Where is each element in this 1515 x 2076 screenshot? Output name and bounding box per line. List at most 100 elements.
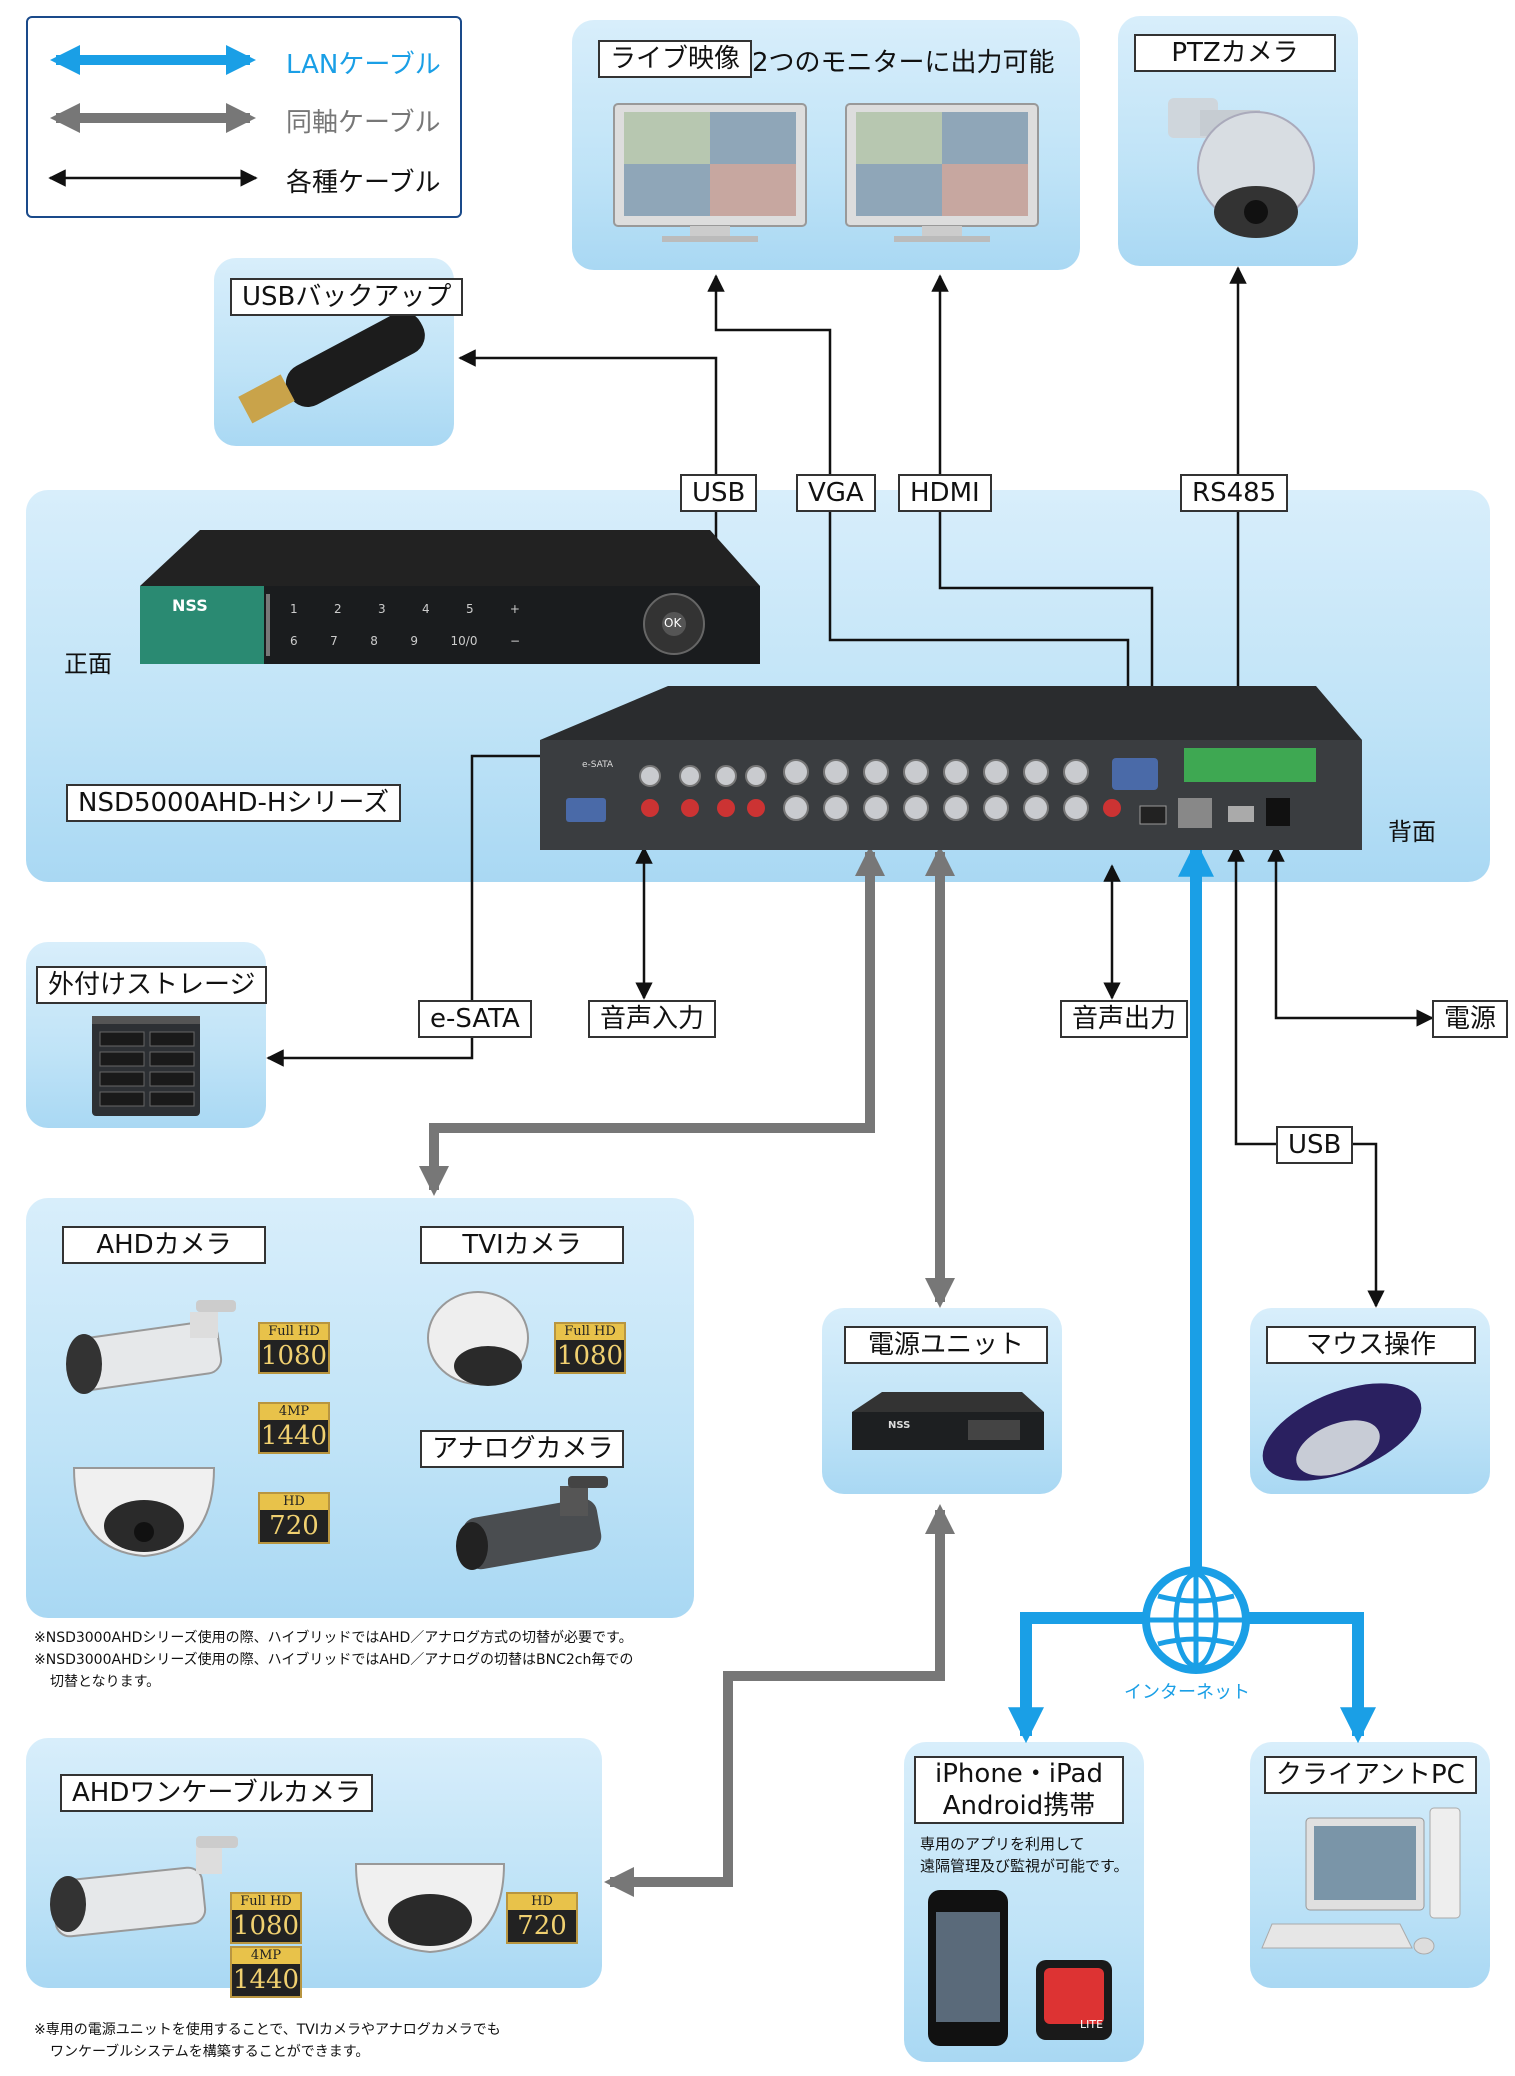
badge-top: HD [260,1494,328,1510]
camera-note-2: ※NSD3000AHDシリーズ使用の際、ハイブリッドではAHD／アナログの切替は… [34,1652,634,1668]
mouse-label: マウス操作 [1266,1326,1476,1364]
ahd-dome-camera-icon [72,1467,216,1558]
dvr-keypad-row2: 6 7 8 9 10/0 − [290,634,520,648]
dvr-key: 2 [333,602,342,616]
mobile-label-line1: iPhone・iPad [935,1759,1103,1789]
ahd-camera-label: AHDカメラ [62,1226,266,1264]
dvr-key: 8 [370,634,378,648]
onecable-note-2: ワンケーブルシステムを構築することができます。 [50,2044,370,2060]
badge-top: 4MP [260,1404,328,1420]
ahd-bullet-camera-icon [66,1300,236,1394]
internet-label: インターネット [1124,1682,1250,1703]
badge-top: Full HD [260,1324,328,1340]
dvr-key: 10/0 [450,634,478,648]
dvr-key: 7 [330,634,338,648]
camera-note-3: 切替となります。 [50,1674,161,1690]
vga-port-label: VGA [796,474,876,512]
dvr-series-label: NSD5000AHD-Hシリーズ [66,784,402,822]
hdmi-line [931,274,1161,738]
rs485-port-label: RS485 [1180,474,1289,512]
dvr-esata-port-text: e-SATA [582,760,614,770]
badge-number: 1080 [260,1341,328,1371]
audio-out-label: 音声出力 [1060,1000,1189,1038]
onecable-label: AHDワンケーブルカメラ [60,1774,374,1812]
dvr-key: 1 [290,602,298,616]
usb-backup-label: USBバックアップ [230,278,464,316]
dvr-key: 4 [421,602,430,616]
power-unit-brand: NSS [888,1420,911,1431]
badge-number: 1440 [260,1421,328,1451]
storage-label: 外付けストレージ [36,966,268,1004]
lite-badge: LITE [1080,2018,1104,2031]
power-line [1267,844,1434,1027]
dvr-front-icon [140,530,760,664]
onecable-bullet-camera-icon [50,1836,238,1938]
monitor-icon [845,103,1039,242]
usb-stick-icon [238,311,425,424]
dvr-key: 5 [465,602,474,616]
badge-number: 1080 [556,1341,624,1371]
usb-port-label: USB [680,474,758,512]
badge-number: 720 [269,1511,319,1541]
onecable-note-1: ※専用の電源ユニットを使用することで、TVIカメラやアナログカメラでも [34,2022,501,2038]
dvr-ok-button: OK [664,616,682,630]
mobile-label: iPhone・iPad Android携帯 [914,1756,1124,1824]
mouse-icon [1262,1383,1422,1481]
monitor-caption: 2つのモニターに出力可能 [752,48,1055,78]
power-unit-label: 電源ユニット [844,1326,1048,1364]
dvr-key: + [509,602,520,616]
hdmi-port-label: HDMI [898,474,992,512]
badge-number: 1080 [232,1911,300,1941]
dvr-keypad-row1: 1 2 3 4 5 + [290,602,520,616]
lan-mobile-line [1008,1612,1150,1744]
client-pc-icon [1261,1807,1461,1955]
analog-bullet-camera-icon [456,1476,608,1570]
camera-note-1: ※NSD3000AHDシリーズ使用の際、ハイブリッドではAHD／アナログ方式の切… [34,1630,633,1646]
badge-top: Full HD [556,1324,624,1340]
client-pc-label: クライアントPC [1264,1756,1477,1794]
esata-port-label: e-SATA [418,1000,532,1038]
dvr-key: − [509,634,520,648]
usb-mouse-port-label: USB [1276,1126,1354,1164]
coax-camera-line [419,846,885,1196]
onecable-dome-camera-icon [354,1863,506,1954]
globe-icon [1142,1566,1250,1674]
monitor-icon [613,103,807,242]
badge-top: HD [508,1894,576,1910]
badge-number: 1440 [232,1965,300,1995]
dvr-back-icon [540,686,1362,850]
dvr-key: 3 [377,602,386,616]
coax-onecable-line [604,1504,955,1897]
dvr-key: 9 [410,634,419,648]
power-unit-icon [852,1392,1044,1450]
legend-coax-label: 同軸ケーブル [286,108,441,138]
analog-camera-label: アナログカメラ [420,1430,624,1468]
ptz-camera-icon [1168,98,1315,238]
badge-number: 720 [517,1911,567,1941]
mobile-desc-1: 専用のアプリを利用して [920,1835,1085,1853]
dvr-brand: NSS [172,596,208,615]
ptz-label: PTZカメラ [1134,34,1336,72]
tvi-dome-camera-icon [427,1291,529,1386]
usb-mouse-line [1227,844,1385,1308]
lan-client-line [1244,1612,1376,1744]
mobile-label-line2: Android携帯 [942,1791,1096,1821]
usb-backup-line [458,349,718,540]
smartphone-icon [928,1890,1112,2046]
legend-lan-label: LANケーブル [286,50,441,80]
dvr-front-label: 正面 [64,650,112,678]
live-video-label: ライブ映像 [598,40,753,78]
mobile-desc-2: 遠隔管理及び監視が可能です。 [920,1857,1129,1875]
tvi-camera-label: TVIカメラ [420,1226,624,1264]
badge-top: Full HD [232,1894,300,1910]
dvr-back-label: 背面 [1388,818,1436,846]
legend-various-label: 各種ケーブル [286,168,441,198]
